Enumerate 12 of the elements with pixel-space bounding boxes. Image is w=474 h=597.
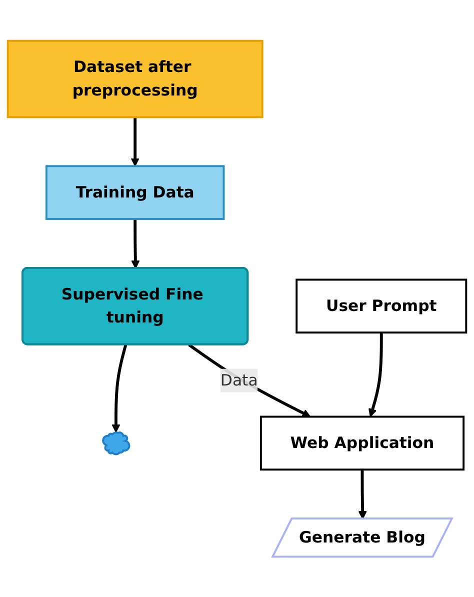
arrow: [368, 332, 383, 417]
node-cloud: [102, 431, 130, 455]
arrow: [188, 343, 311, 417]
edge-label: Data: [220, 370, 258, 390]
node-box: Dataset after preprocessing: [6, 40, 264, 118]
node-box: Training Data: [45, 164, 225, 220]
arrow: [112, 344, 128, 432]
arrow: [130, 116, 140, 166]
node-box: User Prompt: [296, 278, 468, 334]
arrow: [131, 218, 140, 269]
node-box: Web Application: [260, 415, 465, 470]
arrow: [358, 469, 367, 520]
